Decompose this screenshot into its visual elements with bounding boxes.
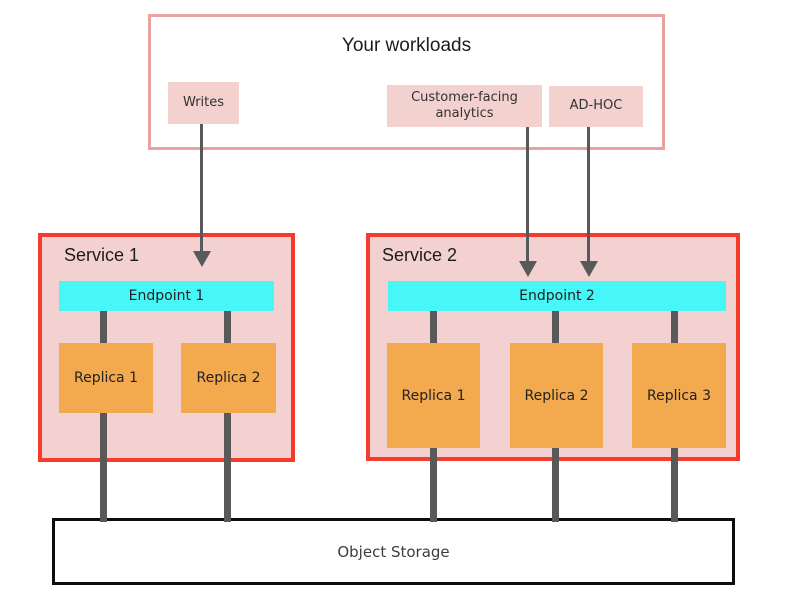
arrow-writes-to-endpoint1-head-icon xyxy=(193,251,211,267)
service-2-replica-1-label: Replica 1 xyxy=(401,387,466,404)
service-1-replica-1-label: Replica 1 xyxy=(73,370,138,386)
endpoint-1-bar: Endpoint 1 xyxy=(59,281,274,311)
your-workloads-title: Your workloads xyxy=(341,35,472,56)
object-storage-label: Object Storage xyxy=(337,542,450,561)
service-1-replica-1-box: Replica 1 xyxy=(59,343,153,413)
connector-service1-replica2 xyxy=(224,311,231,522)
service-2-replica-2-box: Replica 2 xyxy=(510,343,603,448)
service-2-replica-3-box: Replica 3 xyxy=(632,343,726,448)
service-1-label: Service 1 xyxy=(64,245,140,265)
endpoint-2-bar: Endpoint 2 xyxy=(388,281,726,311)
arrow-writes-to-endpoint1-line xyxy=(200,124,203,254)
endpoint-2-label: Endpoint 2 xyxy=(519,288,595,304)
arrow-analytics-to-endpoint2-line xyxy=(526,127,529,263)
object-storage-box: Object Storage xyxy=(52,518,735,585)
service-2-replica-3-label: Replica 3 xyxy=(646,387,711,404)
chip-ad-hoc: AD-HOC xyxy=(549,86,643,127)
service-2-replica-1-box: Replica 1 xyxy=(387,343,480,448)
connector-service1-replica1 xyxy=(100,311,107,522)
service-2-label: Service 2 xyxy=(382,245,458,265)
arrow-analytics-to-endpoint2-head-icon xyxy=(519,261,537,277)
service-1-replica-2-label: Replica 2 xyxy=(196,370,261,386)
service-1-replica-2-box: Replica 2 xyxy=(181,343,276,413)
chip-ad-hoc-label: AD-HOC xyxy=(569,98,623,114)
arrow-adhoc-to-endpoint2-line xyxy=(587,127,590,263)
chip-customer-facing-analytics: Customer-facing analytics xyxy=(387,85,542,127)
endpoint-1-label: Endpoint 1 xyxy=(128,288,205,304)
chip-writes: Writes xyxy=(168,82,239,124)
service-2-replica-2-label: Replica 2 xyxy=(524,387,589,404)
arrow-adhoc-to-endpoint2-head-icon xyxy=(580,261,598,277)
chip-customer-facing-analytics-label: Customer-facing analytics xyxy=(411,89,518,121)
chip-writes-label: Writes xyxy=(182,94,225,110)
